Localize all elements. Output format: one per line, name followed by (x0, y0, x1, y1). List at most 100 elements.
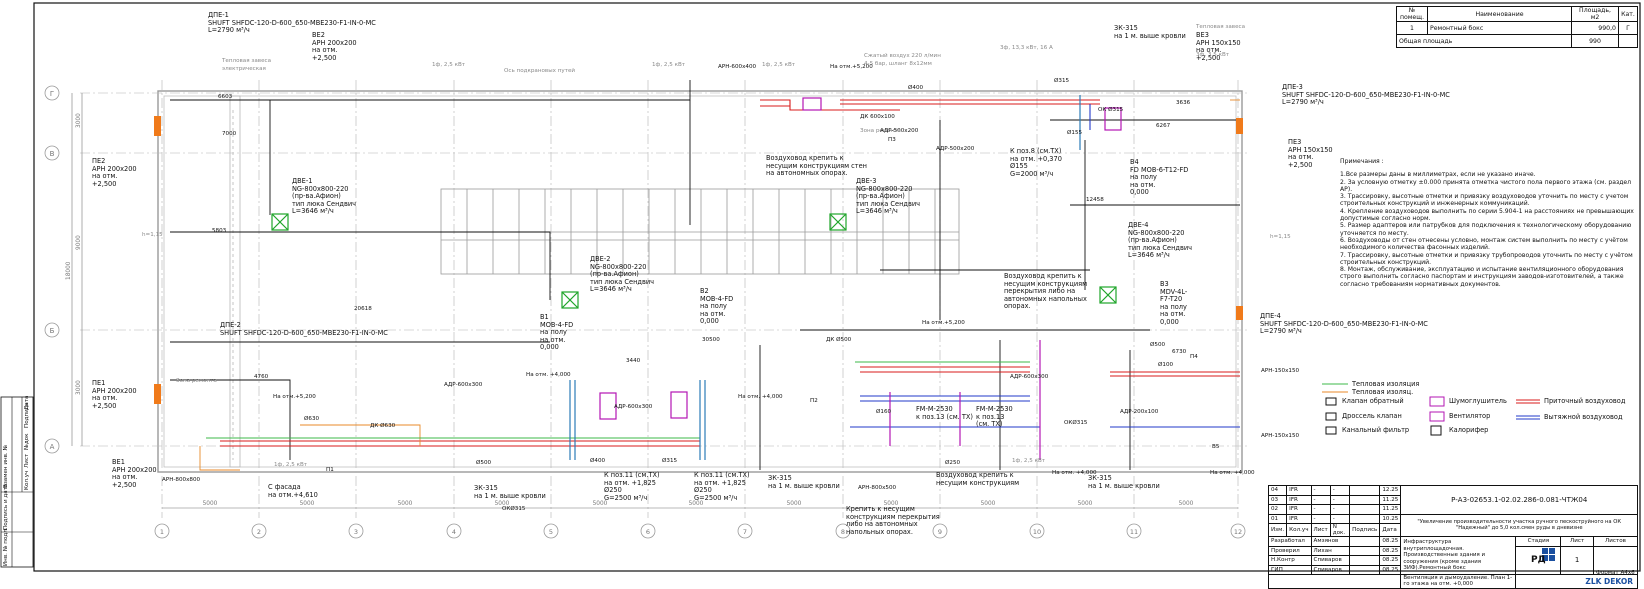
span-dim: 5000 (1078, 501, 1093, 507)
gray-label: h=1,15 (1270, 234, 1291, 240)
legend-heat-insulation: Тепловая изоляция (1352, 380, 1420, 388)
rev-cell: - (1310, 494, 1331, 505)
axis-number: 12 (1234, 528, 1242, 536)
gray-label: 1ф, 2,5 кВт (652, 62, 686, 68)
axis-number: 4 (452, 528, 456, 536)
blank-cell (1267, 574, 1402, 589)
note-item: 3. Трассировку, высотные отметки и привя… (1340, 193, 1629, 208)
rev-cell: - (1329, 485, 1351, 496)
damper-label: ДК Ø630 (370, 423, 396, 429)
sheets-label: Листов (1592, 536, 1639, 547)
rev-cell: IFR (1286, 485, 1312, 496)
duct-label: АРН-150х150 (1261, 368, 1300, 374)
person-cell: Спиваров (1310, 555, 1351, 566)
dimension-lines (71, 93, 1238, 509)
gray-label: 3ф, 3,5 кВт (1196, 52, 1230, 58)
legend-heater: Калорифер (1449, 426, 1489, 434)
title-row: Вентиляция и дымоудаление. План 1-го эта… (1267, 574, 1638, 589)
legend-supply-duct: Приточный воздуховод (1544, 397, 1626, 405)
title-row: 01 IFR - - 10.25 "Увеличение производите… (1267, 513, 1638, 537)
gray-label: Зона ремонта (176, 378, 217, 384)
gray-label: 1ф, 2,5 кВт (1012, 458, 1046, 464)
rev-cell (1349, 494, 1381, 505)
rev-cell: 01 (1267, 513, 1288, 524)
date-cell: 08.25 (1379, 564, 1402, 575)
gray-label: 1ф, 2,5 кВт (432, 62, 466, 68)
header-cell: Наименование (1427, 6, 1572, 22)
duct-label: АРН-600х400 (718, 64, 757, 70)
title-header-row: Изм. Кол.уч Лист N док. Подпись Дата (1267, 523, 1638, 537)
dimension-label: 3440 (626, 358, 641, 364)
vert-dim: 3000 (76, 113, 82, 128)
rev-cell: - (1310, 504, 1331, 515)
note-item: 6. Воздуховоды от стен отнесены условно,… (1340, 236, 1628, 252)
dimension-label: 6603 (218, 94, 233, 100)
dimension-label: 12458 (1086, 197, 1104, 203)
person-cell: Лихан (1310, 545, 1351, 556)
table-cell: Г (1618, 21, 1638, 35)
exhaust-duct-blue (850, 104, 1240, 428)
axis-number: 8 (841, 528, 845, 536)
duct-runs-black (170, 80, 1240, 470)
rev-cell (1349, 485, 1381, 496)
rev-cell: IFR (1286, 513, 1312, 524)
role-cell: Н.Контр (1268, 555, 1312, 566)
rev-header: N док. (1329, 523, 1351, 537)
elevation-label: На отм. +4,000 (738, 394, 783, 400)
note-item: 7. Трассировку, высотные отметки и привя… (1340, 251, 1633, 266)
gray-label: Зона ремонта (860, 128, 901, 134)
span-dimensions: 5000 5000 5000 5000 5000 5000 5000 5000 … (203, 501, 1194, 507)
axis-letter: Г (50, 90, 54, 98)
rev-header: Изм. (1267, 523, 1288, 537)
vert-dim: 3000 (76, 380, 82, 395)
table-cell: 1 (1396, 21, 1428, 35)
rev-cell: 03 (1267, 494, 1288, 505)
axis-letter-labels: Г В Б А (50, 90, 55, 451)
axis-number: 11 (1130, 528, 1138, 536)
signature-cell (1349, 564, 1381, 575)
stamp-label: Инв. № подл. (3, 527, 9, 566)
axis-number: 1 (160, 528, 164, 536)
axis-number: 3 (354, 528, 358, 536)
elevation-label: На отм.+5,200 (830, 64, 873, 70)
table-cell: 990,0 (1571, 21, 1619, 35)
drawing-code: Р-А3-02653.1-02.02.286-0.081-ЧТЖ04 (1400, 485, 1638, 515)
diameter-label: Ø160 (876, 409, 892, 415)
diameter-label: Ø500 (476, 460, 492, 466)
duct-label: АДР-500х200 (936, 146, 975, 152)
span-dim: 5000 (787, 501, 802, 507)
rev-cell: IFR (1286, 494, 1312, 505)
sheet-label: Лист (1560, 536, 1594, 547)
diameter-label: Ø155 (1067, 130, 1083, 136)
insulation-green (206, 361, 1030, 439)
signature-cell (1349, 536, 1381, 547)
vert-dim: 18000 (66, 261, 72, 280)
date-cell: 08.25 (1379, 555, 1402, 566)
system-tag: П2 (810, 398, 818, 404)
table-total-row: Общая площадь 990 (1396, 34, 1638, 48)
span-dim: 5000 (884, 501, 899, 507)
valve-label: ОК Ø315 (1098, 107, 1124, 113)
elevation-label: На отм.+5,200 (273, 394, 316, 400)
axis-number: 6 (646, 528, 650, 536)
gray-label: 1ф, 2,5 кВт (274, 462, 308, 468)
span-dim: 5000 (1179, 501, 1194, 507)
stamp-label: Взамен инв. № (3, 444, 9, 488)
axis-letter: В (50, 150, 55, 158)
axis-letter: А (50, 443, 55, 451)
valve-label: ОКØ315 (502, 506, 526, 512)
duct-label: АДР-600х300 (1010, 374, 1049, 380)
duct-label: АРН-800х500 (858, 485, 897, 491)
